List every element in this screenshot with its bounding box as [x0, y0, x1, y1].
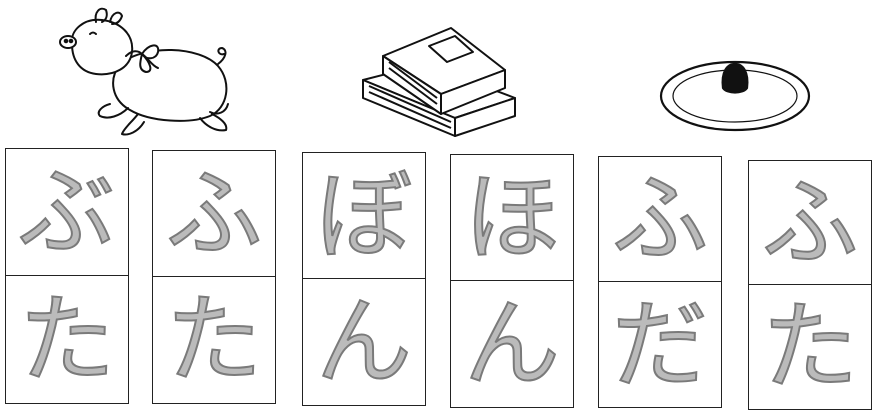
card-cell-top: ふ [749, 161, 871, 285]
tracing-character: ほ [463, 161, 561, 274]
card-3: ぼ ん [302, 152, 426, 406]
card-cell-top: ぼ [303, 153, 425, 279]
card-cell-top: ぶ [6, 149, 128, 276]
card-cell-bottom: た [749, 285, 871, 409]
lid-picture [659, 60, 811, 132]
card-cell-bottom: ん [451, 281, 573, 407]
tracing-character: ふ [761, 166, 859, 279]
card-5: ふ だ [598, 156, 722, 408]
tracing-character: だ [611, 288, 709, 401]
card-cell-bottom: た [153, 277, 275, 403]
card-2: ふ た [152, 150, 276, 404]
card-cell-top: ふ [153, 151, 275, 277]
card-cell-top: ふ [599, 157, 721, 282]
card-cell-bottom: ん [303, 279, 425, 405]
tracing-character: ぼ [315, 159, 413, 272]
card-4: ほ ん [450, 154, 574, 408]
card-6: ふ た [748, 160, 872, 410]
tracing-character: た [761, 291, 859, 403]
tracing-character: ぶ [18, 156, 116, 268]
card-cell-bottom: だ [599, 282, 721, 407]
pig-picture [59, 7, 229, 136]
books-picture [362, 27, 516, 137]
card-cell-bottom: た [6, 276, 128, 403]
tracing-character: ん [315, 286, 413, 398]
tracing-character: ふ [165, 157, 263, 270]
card-1: ぶ た [5, 148, 129, 404]
tracing-character: ん [463, 288, 561, 400]
tracing-character: た [165, 284, 263, 396]
tracing-character: ふ [611, 163, 709, 275]
card-cell-top: ほ [451, 155, 573, 281]
tracing-character: た [18, 283, 116, 396]
